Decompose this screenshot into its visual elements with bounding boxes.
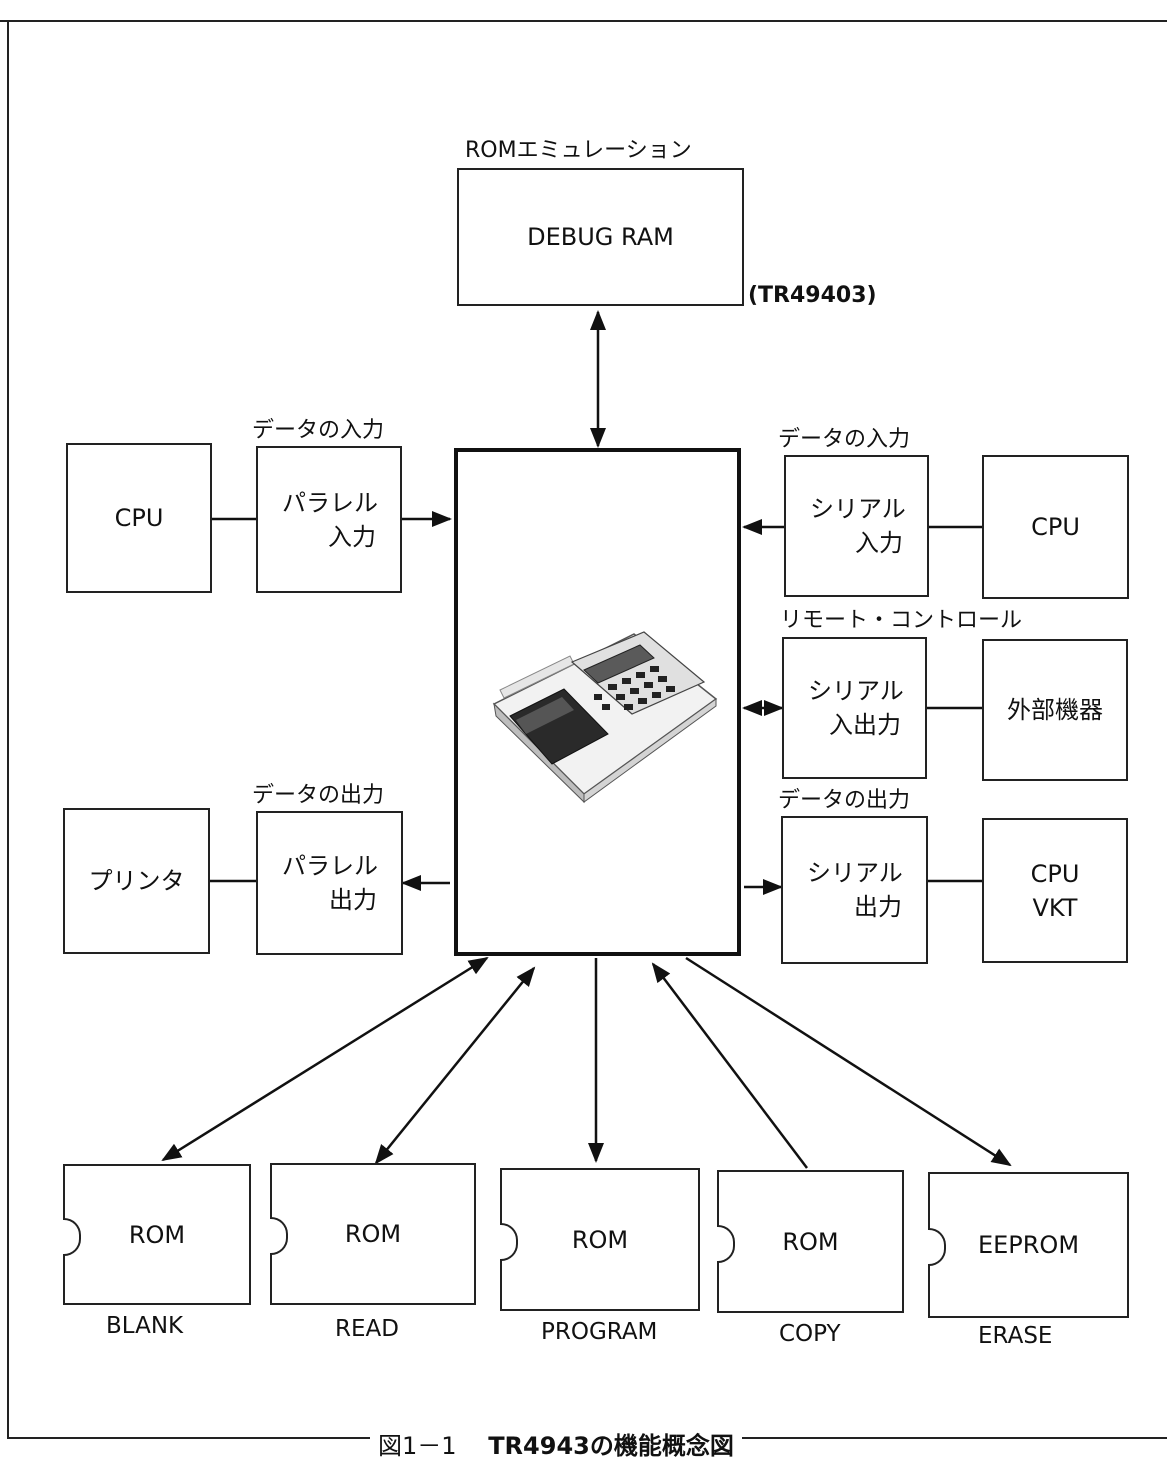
model-number-label: (TR49403) bbox=[748, 283, 877, 309]
copy-operation-label: COPY bbox=[779, 1321, 841, 1347]
parallel-output-line1: パラレル bbox=[276, 849, 383, 883]
parallel-input-line1: パラレル bbox=[276, 486, 382, 520]
cpu-vkt-box: CPU VKT bbox=[982, 818, 1128, 963]
tr4943-main-unit bbox=[454, 448, 741, 956]
external-device-text: 外部機器 bbox=[1007, 693, 1103, 727]
chip-notch bbox=[500, 1223, 518, 1261]
serial-output-box: シリアル 出力 bbox=[781, 816, 928, 964]
printer-box: プリンタ bbox=[63, 808, 210, 954]
figure-caption: 図1－1 TR4943の機能概念図 bbox=[370, 1426, 742, 1461]
left-data-output-label: データの出力 bbox=[252, 783, 384, 809]
rom-program-chip: ROM bbox=[500, 1168, 700, 1311]
serial-input-line1: シリアル bbox=[804, 492, 909, 526]
chip-notch bbox=[717, 1225, 735, 1263]
right-cpu-text: CPU bbox=[1031, 510, 1080, 544]
rom-blank-chip: ROM bbox=[63, 1164, 251, 1305]
serial-output-line2: 出力 bbox=[801, 890, 908, 924]
blank-operation-label: BLANK bbox=[106, 1313, 183, 1339]
rom-copy-chip: ROM bbox=[717, 1170, 904, 1313]
serial-input-box: シリアル 入力 bbox=[784, 455, 929, 597]
rom-blank-chip-text: ROM bbox=[129, 1221, 185, 1249]
left-cpu-text: CPU bbox=[115, 501, 164, 535]
figure-title: TR4943の機能概念図 bbox=[488, 1432, 734, 1460]
serial-io-line1: シリアル bbox=[802, 674, 907, 708]
erase-operation-label: ERASE bbox=[978, 1323, 1052, 1349]
rom-program-chip-text: ROM bbox=[572, 1226, 628, 1254]
serial-io-line2: 入出力 bbox=[802, 708, 907, 742]
left-cpu-box: CPU bbox=[66, 443, 212, 593]
right-data-input-label: データの入力 bbox=[778, 427, 910, 453]
chip-notch bbox=[63, 1218, 81, 1256]
parallel-output-line2: 出力 bbox=[276, 883, 383, 917]
serial-output-line1: シリアル bbox=[801, 856, 908, 890]
serial-io-box: シリアル 入出力 bbox=[782, 637, 927, 779]
parallel-output-box: パラレル 出力 bbox=[256, 811, 403, 955]
parallel-input-line2: 入力 bbox=[276, 520, 382, 554]
chip-notch bbox=[270, 1217, 288, 1255]
debug-ram-box: DEBUG RAM bbox=[457, 168, 744, 306]
rom-copy-chip-text: ROM bbox=[782, 1228, 838, 1256]
rom-read-chip: ROM bbox=[270, 1163, 476, 1305]
arrow-rom-copy-main bbox=[653, 964, 807, 1168]
remote-control-label: リモート・コントロール bbox=[780, 608, 1022, 634]
read-operation-label: READ bbox=[335, 1316, 399, 1342]
chip-notch bbox=[928, 1228, 946, 1266]
eeprom-erase-chip: EEPROM bbox=[928, 1172, 1129, 1318]
right-data-output-label: データの出力 bbox=[778, 788, 910, 814]
debug-ram-text: DEBUG RAM bbox=[527, 220, 674, 254]
external-device-box: 外部機器 bbox=[982, 639, 1128, 781]
left-data-input-label: データの入力 bbox=[252, 418, 384, 444]
rom-emulation-label: ROMエミュレーション bbox=[465, 138, 692, 164]
eeprom-erase-chip-text: EEPROM bbox=[978, 1231, 1079, 1259]
arrow-main-rom-blank bbox=[163, 958, 487, 1160]
cpu-vkt-line2: VKT bbox=[1033, 891, 1078, 925]
serial-input-line2: 入力 bbox=[804, 526, 909, 560]
parallel-input-box: パラレル 入力 bbox=[256, 446, 402, 593]
arrow-main-eeprom-erase bbox=[686, 958, 1010, 1165]
program-operation-label: PROGRAM bbox=[541, 1319, 657, 1345]
figure-number: 図1－1 bbox=[378, 1432, 457, 1460]
cpu-vkt-line1: CPU bbox=[1031, 857, 1080, 891]
arrow-main-rom-read bbox=[376, 968, 534, 1163]
rom-read-chip-text: ROM bbox=[345, 1220, 401, 1248]
printer-text: プリンタ bbox=[89, 864, 185, 898]
right-cpu-box: CPU bbox=[982, 455, 1129, 599]
device-illustration bbox=[458, 452, 737, 952]
